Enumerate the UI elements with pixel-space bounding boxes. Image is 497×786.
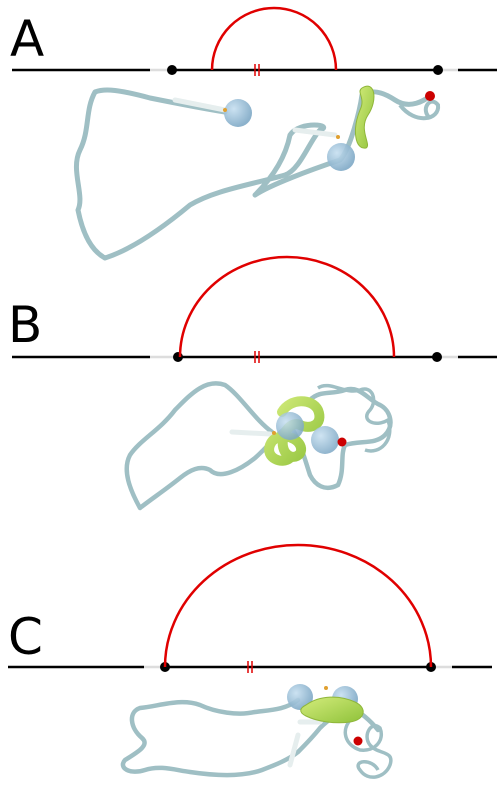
genome-track-c <box>8 661 492 673</box>
chromatin-chain-c <box>120 697 381 778</box>
chain-tangle-b <box>317 383 392 453</box>
cohesin-sphere-b1 <box>276 412 304 440</box>
loop-arc-b <box>178 255 396 358</box>
marker-red-a <box>425 91 435 101</box>
extruded-loop-a <box>354 85 375 149</box>
tick-c1 <box>324 686 328 690</box>
anchor-dot-left-a <box>167 65 177 75</box>
chain-light-segment-c2 <box>287 732 301 768</box>
anchor-dot-left-b <box>173 352 183 362</box>
panel-label-a: A <box>10 10 44 68</box>
tick-b1 <box>272 431 276 435</box>
panel-b: B <box>8 255 497 511</box>
break-mark-b <box>254 351 260 363</box>
cohesin-sphere-a1 <box>224 99 252 127</box>
loop-arc-c <box>163 543 433 668</box>
marker-red-c <box>353 736 363 746</box>
chromatin-chain-b <box>124 381 393 511</box>
panel-a: A <box>10 6 497 261</box>
cohesin-sphere-b2 <box>311 426 339 454</box>
tick-a2 <box>336 135 340 139</box>
break-mark-c <box>247 661 253 673</box>
loop-arc-a <box>210 6 338 71</box>
genome-track-a <box>12 64 497 76</box>
cohesin-sphere-a2 <box>327 143 355 171</box>
extruded-loop-c <box>300 696 364 724</box>
chain-tangle-a <box>398 99 441 121</box>
panel-label-c: C <box>8 608 43 666</box>
anchor-dot-right-b <box>432 352 442 362</box>
tick-a1 <box>223 108 227 112</box>
chain-light-segment-a2 <box>292 127 338 138</box>
marker-red-b <box>337 437 347 447</box>
panel-label-b: B <box>8 296 42 354</box>
cohesin-sphere-c1 <box>287 684 313 710</box>
polymer-structure-b <box>124 381 393 511</box>
break-mark-a <box>254 64 260 76</box>
chromatin-chain-a <box>74 87 433 261</box>
polymer-structure-a <box>74 85 441 261</box>
chain-light-segment-a1 <box>172 97 228 113</box>
extruded-loop-b <box>264 396 325 466</box>
anchor-dot-right-a <box>433 65 443 75</box>
genome-track-b <box>12 351 497 363</box>
chain-light-segment-b <box>229 429 273 437</box>
panel-c: C <box>8 543 492 779</box>
chain-tangle-c <box>343 716 393 779</box>
polymer-structure-c <box>120 684 393 779</box>
